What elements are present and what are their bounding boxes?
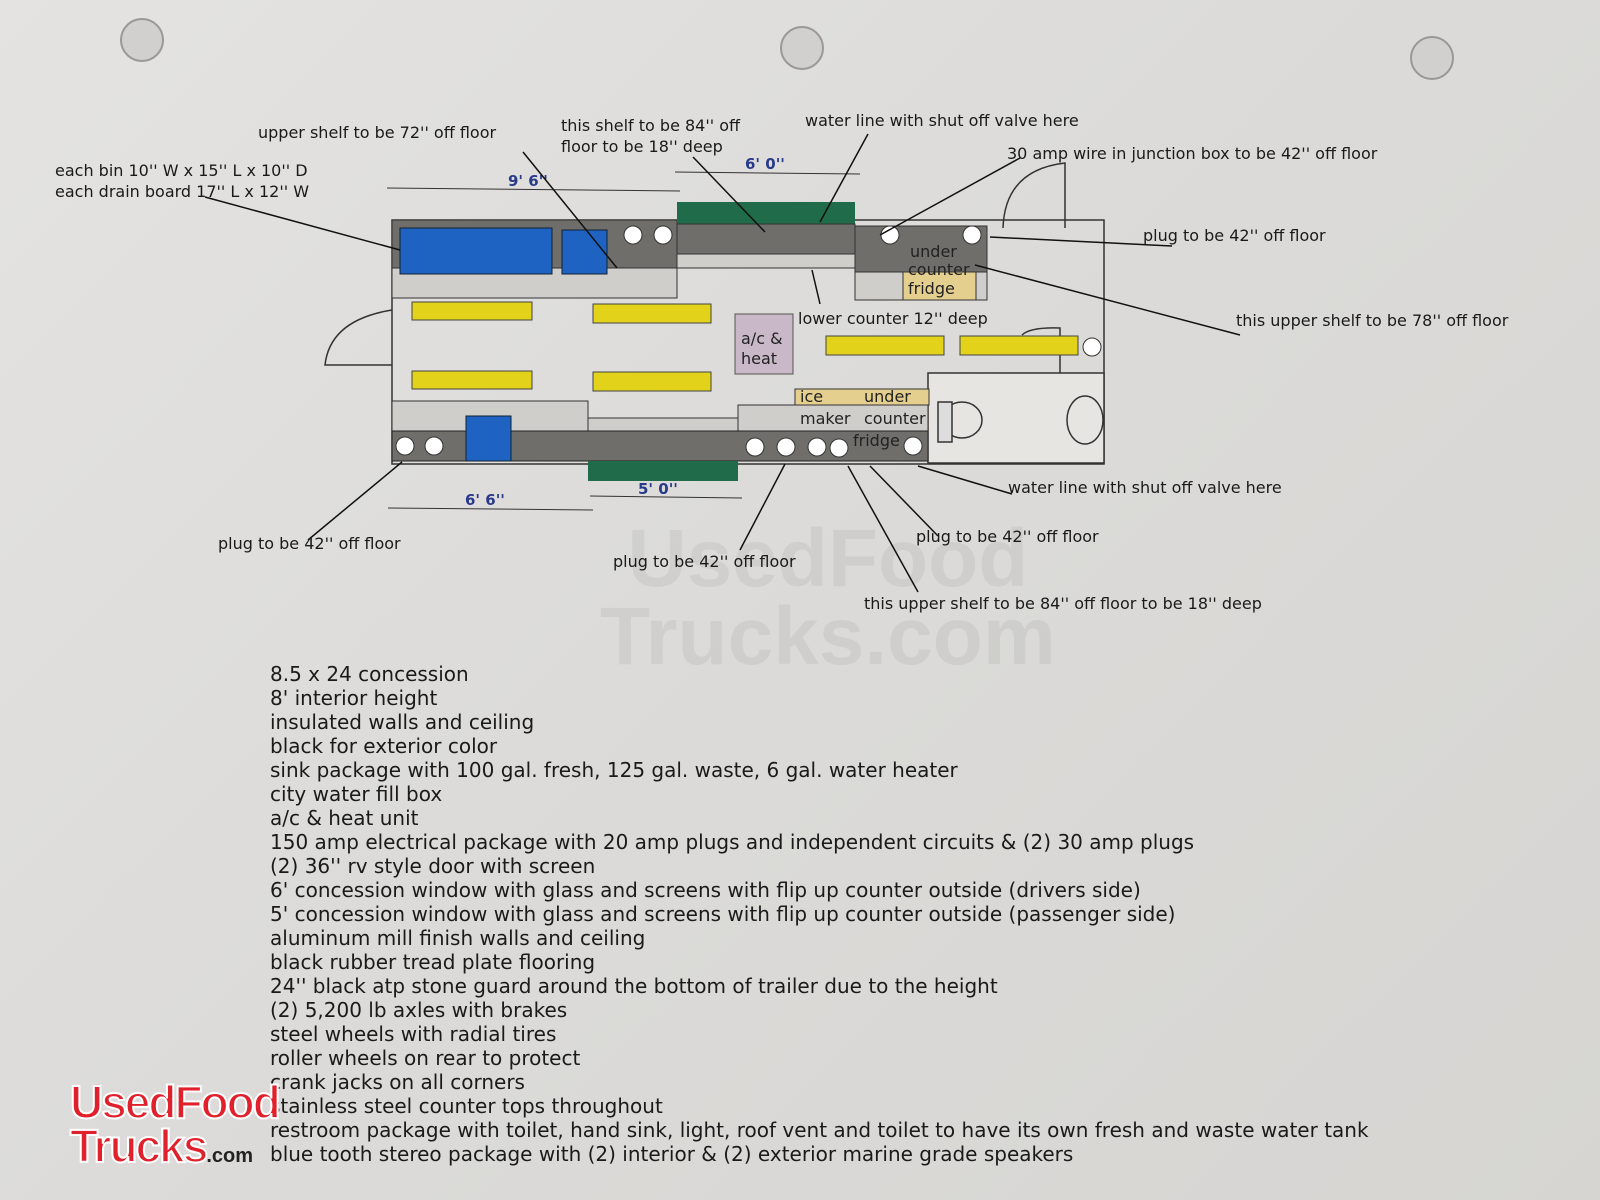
ice-maker-fridge bbox=[794, 388, 930, 406]
ac-label: a/c & bbox=[741, 329, 783, 348]
outlet-icon bbox=[653, 225, 673, 245]
dimension-label: 6' 0'' bbox=[745, 155, 785, 173]
fridge-label: under bbox=[910, 242, 957, 261]
counter-top-mid-lower bbox=[676, 253, 856, 269]
outlet-icon bbox=[424, 436, 444, 456]
spec-item: 6' concession window with glass and scre… bbox=[270, 878, 1141, 902]
spec-item: crank jacks on all corners bbox=[270, 1070, 525, 1094]
spec-item: 5' concession window with glass and scre… bbox=[270, 902, 1176, 926]
fridge-label: fridge bbox=[853, 431, 900, 450]
spec-item: sink package with 100 gal. fresh, 125 ga… bbox=[270, 758, 958, 782]
outlets bbox=[395, 225, 1102, 458]
shelf-84-annotation: this shelf to be 84'' off bbox=[561, 116, 741, 135]
equipment-block bbox=[411, 301, 533, 321]
watermark-line: Trucks.com bbox=[600, 591, 1056, 682]
outlet-icon bbox=[395, 436, 415, 456]
outlet-icon bbox=[745, 437, 765, 457]
hand-sink bbox=[561, 229, 608, 275]
logo-line: UsedFood bbox=[69, 1076, 282, 1128]
fridge-label: under bbox=[864, 387, 911, 406]
counter-bottom-mid-upper bbox=[587, 417, 739, 432]
drain-annotation: each drain board 17'' L x 12'' W bbox=[55, 182, 309, 201]
bins-annotation: each bin 10'' W x 15'' L x 10'' D bbox=[55, 161, 308, 180]
hand-sink-bottom bbox=[465, 415, 512, 462]
spec-item: steel wheels with radial tires bbox=[270, 1022, 557, 1046]
spec-item: (2) 36'' rv style door with screen bbox=[270, 854, 596, 878]
spec-item: stainless steel counter tops throughout bbox=[270, 1094, 663, 1118]
spec-list: 8.5 x 24 concession 8' interior height i… bbox=[270, 662, 1369, 1166]
spec-item: 150 amp electrical package with 20 amp p… bbox=[270, 830, 1195, 854]
spec-item: black for exterior color bbox=[270, 734, 498, 758]
plug-annotation: plug to be 42'' off floor bbox=[916, 527, 1099, 546]
spec-item: 8' interior height bbox=[270, 686, 438, 710]
logo-line: Trucks bbox=[69, 1120, 209, 1172]
ac-heat-unit bbox=[734, 313, 794, 375]
brand-logo: UsedFood Trucks.com bbox=[69, 1076, 282, 1178]
plug-annotation: plug to be 42'' off floor bbox=[613, 552, 796, 571]
dimension-lines bbox=[386, 171, 861, 511]
fridge-label: counter bbox=[864, 409, 926, 428]
spec-item: 8.5 x 24 concession bbox=[270, 662, 469, 686]
under-counter-fridge-top bbox=[902, 271, 977, 301]
ice-maker-label: maker bbox=[800, 409, 851, 428]
water-line-annotation: water line with shut off valve here bbox=[1008, 478, 1282, 497]
outlet-icon bbox=[1082, 337, 1102, 357]
equipment-block bbox=[592, 303, 712, 324]
equipment-block bbox=[959, 335, 1079, 356]
spec-item: black rubber tread plate flooring bbox=[270, 950, 596, 974]
leader-lines bbox=[204, 133, 1241, 593]
30-amp-annotation: 30 amp wire in junction box to be 42'' o… bbox=[1007, 144, 1378, 163]
ice-maker-label: ice bbox=[800, 387, 823, 406]
spec-item: insulated walls and ceiling bbox=[270, 710, 535, 734]
spec-item: roller wheels on rear to protect bbox=[270, 1046, 581, 1070]
spec-item: aluminum mill finish walls and ceiling bbox=[270, 926, 646, 950]
ac-label: heat bbox=[741, 349, 777, 368]
sink-3-bin bbox=[399, 227, 553, 275]
concession-window-5ft bbox=[588, 461, 738, 481]
outlet-icon bbox=[829, 438, 849, 458]
dimension-label: 5' 0'' bbox=[638, 480, 678, 498]
dimension-label: 9' 6'' bbox=[508, 172, 548, 190]
plug-annotation: plug to be 42'' off floor bbox=[1143, 226, 1326, 245]
outlet-icon bbox=[623, 225, 643, 245]
lower-counter-annotation: lower counter 12'' deep bbox=[798, 309, 988, 328]
outlet-icon bbox=[903, 436, 923, 456]
outlet-icon bbox=[807, 437, 827, 457]
logo-suffix: .com bbox=[206, 1145, 253, 1167]
fridge-label: fridge bbox=[908, 279, 955, 298]
equipment-block bbox=[411, 370, 533, 390]
spec-item: (2) 5,200 lb axles with brakes bbox=[270, 998, 568, 1022]
punch-hole bbox=[1410, 36, 1454, 80]
upper-shelf-84-annotation: this upper shelf to be 84'' off floor to… bbox=[864, 594, 1262, 613]
punch-hole bbox=[780, 26, 824, 70]
spec-item: blue tooth stereo package with (2) inter… bbox=[270, 1142, 1074, 1166]
dimension-label: 6' 6'' bbox=[465, 491, 505, 509]
spec-item: city water fill box bbox=[270, 782, 443, 806]
counter-top-mid bbox=[676, 223, 856, 255]
spec-item: 24'' black atp stone guard around the bo… bbox=[270, 974, 998, 998]
shelf-84-annotation: floor to be 18'' deep bbox=[561, 137, 723, 156]
spec-item: restroom package with toilet, hand sink,… bbox=[270, 1118, 1369, 1142]
upper-shelf-annotation: upper shelf to be 72'' off floor bbox=[258, 123, 496, 142]
spec-item: a/c & heat unit bbox=[270, 806, 419, 830]
equipment-block bbox=[825, 335, 945, 356]
concession-window-6ft bbox=[677, 202, 855, 224]
water-line-annotation: water line with shut off valve here bbox=[805, 111, 1079, 130]
outlet-icon bbox=[776, 437, 796, 457]
watermark-line: UsedFood bbox=[627, 513, 1029, 604]
upper-shelf-78-annotation: this upper shelf to be 78'' off floor bbox=[1236, 311, 1509, 330]
plug-annotation: plug to be 42'' off floor bbox=[218, 534, 401, 553]
punch-hole bbox=[120, 18, 164, 62]
equipment-group bbox=[411, 301, 1079, 392]
equipment-block bbox=[592, 371, 712, 392]
fridge-label: counter bbox=[908, 260, 970, 279]
outlet-icon bbox=[962, 225, 982, 245]
